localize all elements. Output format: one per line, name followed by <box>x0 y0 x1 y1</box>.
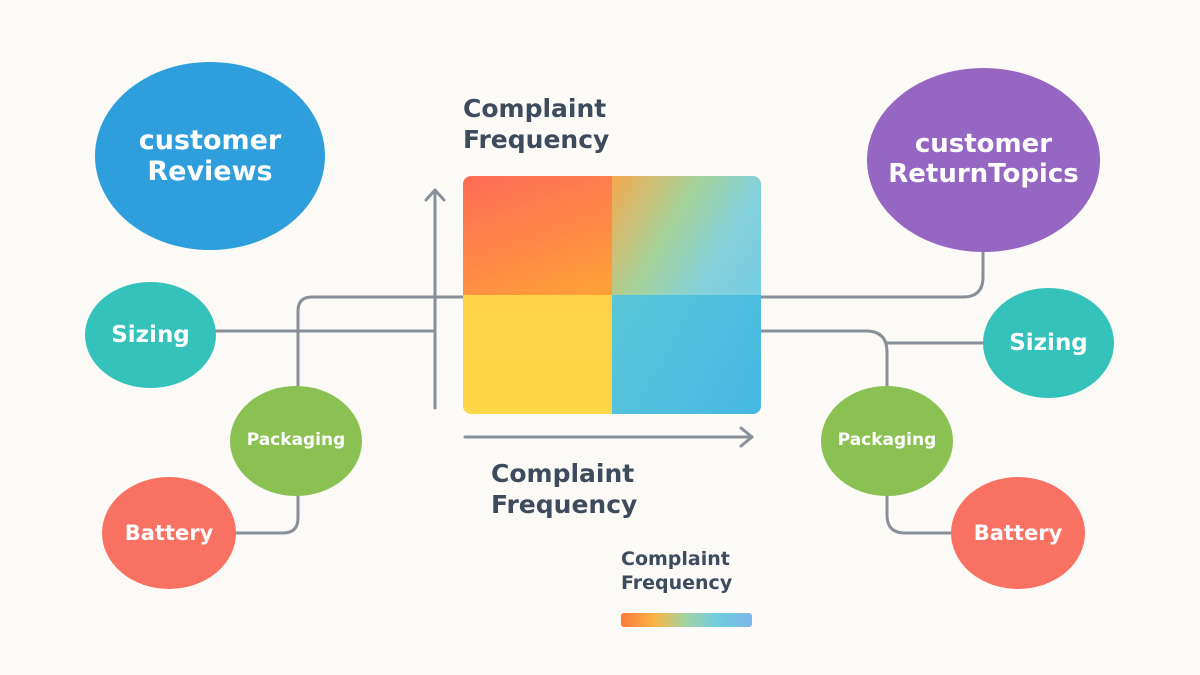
node-left-packaging-label: Packaging <box>246 430 346 451</box>
x-axis-arrowhead <box>739 426 754 448</box>
y-axis-arrowhead <box>424 188 446 202</box>
quadrant-top-left[interactable] <box>463 176 612 295</box>
node-left-battery[interactable]: Battery <box>102 477 236 589</box>
matrix-bottom-label-line1: Complaint <box>491 459 635 488</box>
node-customer-reviews-line2: Reviews <box>147 156 273 187</box>
node-customer-return-topics[interactable]: customer ReturnTopics <box>867 68 1100 252</box>
quadrant-top-right[interactable] <box>612 176 761 295</box>
matrix-top-label: Complaint Frequency <box>463 93 609 156</box>
node-left-packaging[interactable]: Packaging <box>230 386 362 496</box>
node-customer-reviews[interactable]: customer Reviews <box>95 62 325 250</box>
legend-title: Complaint Frequency <box>621 548 732 596</box>
node-left-sizing[interactable]: Sizing <box>85 282 216 388</box>
node-left-sizing-label: Sizing <box>111 321 190 348</box>
matrix-top-label-line2: Frequency <box>463 125 610 155</box>
node-right-packaging-label: Packaging <box>837 430 937 451</box>
legend-title-line2: Frequency <box>621 571 733 594</box>
node-right-sizing[interactable]: Sizing <box>983 288 1114 398</box>
connector-right-packaging <box>759 329 889 388</box>
node-customer-return-topics-line2: ReturnTopics <box>888 159 1079 189</box>
matrix-bottom-label-line2: Frequency <box>491 490 638 520</box>
node-customer-return-topics-line1: customer <box>914 129 1053 160</box>
legend-title-line1: Complaint <box>621 548 730 570</box>
quadrant-bottom-left[interactable] <box>463 295 612 414</box>
legend-gradient-bar <box>621 613 752 627</box>
matrix-top-label-line1: Complaint <box>463 94 607 123</box>
node-right-packaging[interactable]: Packaging <box>821 386 953 496</box>
connector-right-battery <box>885 494 954 535</box>
complaint-frequency-matrix <box>463 176 761 414</box>
matrix-bottom-label: Complaint Frequency <box>491 458 637 521</box>
node-right-battery-label: Battery <box>973 520 1063 545</box>
connector-left-packaging <box>296 295 465 388</box>
node-right-sizing-label: Sizing <box>1009 329 1088 356</box>
node-left-battery-label: Battery <box>124 520 214 545</box>
node-customer-reviews-line1: customer <box>138 124 282 156</box>
node-right-battery[interactable]: Battery <box>951 477 1085 589</box>
connector-right-returntopics <box>759 250 985 299</box>
quadrant-bottom-right[interactable] <box>612 295 761 414</box>
connector-left-battery <box>234 494 300 535</box>
